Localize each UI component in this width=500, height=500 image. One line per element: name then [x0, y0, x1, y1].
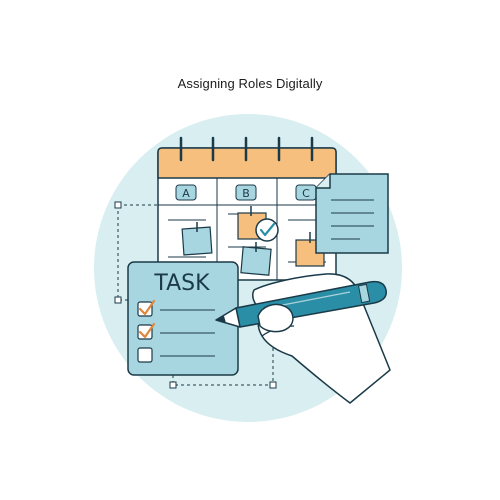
selection-guides	[117, 204, 274, 386]
sticky-note-icon	[181, 222, 213, 256]
hand-thumb	[257, 303, 294, 333]
checkbox-icon	[137, 299, 156, 317]
selection-handle	[169, 381, 177, 389]
checkbox-icon	[137, 347, 153, 363]
checkbox-icon	[137, 322, 156, 340]
calendar-column-label: A	[182, 187, 190, 200]
check-circle-icon	[255, 218, 279, 242]
task-card: TASK	[127, 261, 239, 376]
selection-handle	[269, 381, 277, 389]
page-title: Assigning Roles Digitally	[177, 76, 323, 91]
calendar-column-label: B	[242, 187, 250, 200]
selection-handle	[114, 201, 122, 209]
document-icon	[315, 173, 389, 254]
selection-handle	[114, 296, 122, 304]
task-card-label: TASK	[153, 271, 210, 296]
sticky-note-icon	[240, 242, 272, 276]
calendar-column-label: C	[302, 187, 310, 200]
